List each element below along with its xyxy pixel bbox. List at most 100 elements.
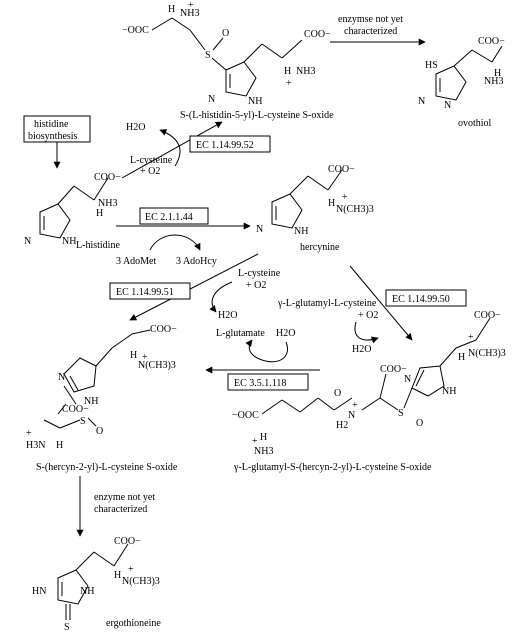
box-ec-3-5-1-118: [227, 373, 309, 391]
atom-coo: COO−: [328, 164, 355, 175]
reagent-lglutamate: L-glutamate: [216, 328, 265, 339]
ec-1-14-99-50: EC 1.14.99.50: [392, 294, 450, 305]
atom-coo: COO−: [94, 172, 121, 183]
atom-h: H: [130, 350, 137, 361]
arrow-cosubstrate4: [245, 339, 288, 363]
box-biosynthesis-line2: biosynthesis: [28, 131, 78, 142]
atom-coo: COO−: [478, 36, 505, 47]
reagent-water: H2O: [218, 310, 237, 321]
atom-o: O: [416, 418, 423, 429]
charge-plus: +: [128, 564, 134, 575]
reagent-enz1-line1: enzymse not yet: [338, 14, 403, 25]
atom-s: S: [80, 416, 86, 427]
atom-nme3: N(CH3)3: [138, 360, 176, 371]
reagent-water: H2O: [276, 328, 295, 339]
box-ec-1-14-99-50: [385, 289, 467, 307]
charge-plus: +: [352, 400, 358, 411]
molecule-gg-sulfoxide: −OOC O N H2 + COO− S O N NH COO− H N(CH3…: [232, 310, 506, 457]
atom-coo: COO−: [380, 364, 407, 375]
charge-plus: +: [342, 192, 348, 203]
atom-h2: H2: [336, 420, 348, 431]
atom-n: N: [418, 96, 425, 107]
atom-o: O: [96, 426, 103, 437]
atom-nh: NH: [248, 96, 262, 107]
atom-h: H: [96, 208, 103, 219]
atom-n: N: [444, 100, 451, 111]
label-hercynine: hercynine: [300, 242, 340, 253]
atom-nh3: NH3: [484, 76, 503, 87]
atom-nh: NH: [84, 396, 98, 407]
arrow-hercynine-to-hercyn-sulfoxide: [129, 253, 259, 321]
reagent-lcys: L-cysteine: [238, 268, 281, 279]
atom-nme3: N(CH3)3: [336, 204, 374, 215]
reagent-enz2-line1: enzyme not yet: [94, 492, 155, 503]
atom-nh3: NH3: [180, 8, 199, 19]
reagent-o2: + O2: [140, 166, 160, 177]
arrow-histidine-to-sulfoxide1: [121, 121, 223, 179]
box-ec-1-14-99-52: [189, 135, 271, 153]
charge-plus: +: [142, 352, 148, 363]
atom-n: N: [404, 374, 411, 385]
atom-nh3: NH3: [296, 66, 315, 77]
reagent-water: H2O: [352, 344, 371, 355]
reagent-adomet: 3 AdoMet: [116, 256, 157, 267]
arrow-cosubstrate3: [354, 321, 379, 344]
box-ec-1-14-99-51: [109, 282, 191, 300]
box-biosynthesis-line1: histidine: [34, 119, 69, 130]
atom-ooc: −OOC: [232, 410, 259, 421]
atom-nme3: N(CH3)3: [468, 348, 506, 359]
atom-hn: HN: [32, 586, 46, 597]
atom-nme3: N(CH3)3: [122, 576, 160, 587]
atom-coo: COO−: [150, 324, 177, 335]
atom-h: H: [328, 198, 335, 209]
atom-nh3: NH3: [98, 198, 117, 209]
atom-n: N: [58, 372, 65, 383]
molecule-hercyn-sulfoxide: COO− H N(CH3)3 + N NH COO− S O H3N + H: [26, 324, 177, 451]
molecule-sulfoxide1: −OOC H NH3 + S O N NH COO− H + NH3: [122, 0, 331, 107]
reagent-lcys: L-cysteine: [130, 155, 173, 166]
atom-h: H: [168, 4, 175, 15]
molecule-ergothioneine: HN NH S COO− H N(CH3)3 +: [32, 536, 160, 633]
ec-1-14-99-51: EC 1.14.99.51: [116, 287, 174, 298]
arrow-cosubstrate1: [159, 129, 181, 167]
ec-2-1-1-44: EC 2.1.1.44: [145, 212, 193, 223]
atom-coo: COO−: [474, 310, 501, 321]
atom-h: H: [284, 66, 291, 77]
atom-nh3: NH3: [254, 446, 273, 457]
reagent-enz1-line2: characterized: [344, 26, 397, 37]
molecule-ovothiol: HS N N COO− H NH3: [418, 36, 505, 111]
atom-nh: NH: [80, 586, 94, 597]
label-gg-sulfoxide: γ-L-glutamyl-S-(hercyn-2-yl)-L-cysteine …: [233, 462, 432, 473]
charge-plus: +: [252, 436, 258, 447]
atom-o: O: [222, 28, 229, 39]
label-ergothioneine: ergothioneine: [106, 618, 161, 629]
reagent-enz2-line2: characterized: [94, 504, 147, 515]
atom-h: H: [56, 440, 63, 451]
reagent-o2: + O2: [358, 310, 378, 321]
atom-o: O: [334, 388, 341, 399]
atom-s: S: [64, 622, 70, 633]
label-ovothiol: ovothiol: [458, 118, 492, 129]
label-histidine: L-histidine: [76, 240, 120, 251]
arrow-hercynine-to-gg-sulfoxide: [349, 265, 413, 341]
atom-s: S: [205, 50, 211, 61]
atom-ooc: −OOC: [122, 25, 149, 36]
reagent-gglc: γ-L-glutamyl-L-cysteine: [277, 298, 377, 309]
ec-3-5-1-118: EC 3.5.1.118: [234, 378, 286, 389]
atom-n: N: [24, 236, 31, 247]
atom-coo: COO−: [304, 29, 331, 40]
reagent-o2: + O2: [246, 280, 266, 291]
molecule-hercynine: N NH COO− H N(CH3)3 +: [256, 164, 374, 237]
atom-hs: HS: [425, 60, 438, 71]
charge-plus: +: [468, 332, 474, 343]
atom-n: N: [256, 224, 263, 235]
atom-nh: NH: [294, 226, 308, 237]
charge-plus: +: [286, 78, 292, 89]
label-sulfoxide1: S-(L-histidin-5-yl)-L-cysteine S-oxide: [180, 110, 334, 121]
atom-h2n: N: [348, 410, 355, 421]
atom-n: N: [208, 94, 215, 105]
arrow-cosubstrate2: [209, 281, 233, 313]
atom-h: H: [494, 68, 501, 79]
atom-h: H: [260, 432, 267, 443]
